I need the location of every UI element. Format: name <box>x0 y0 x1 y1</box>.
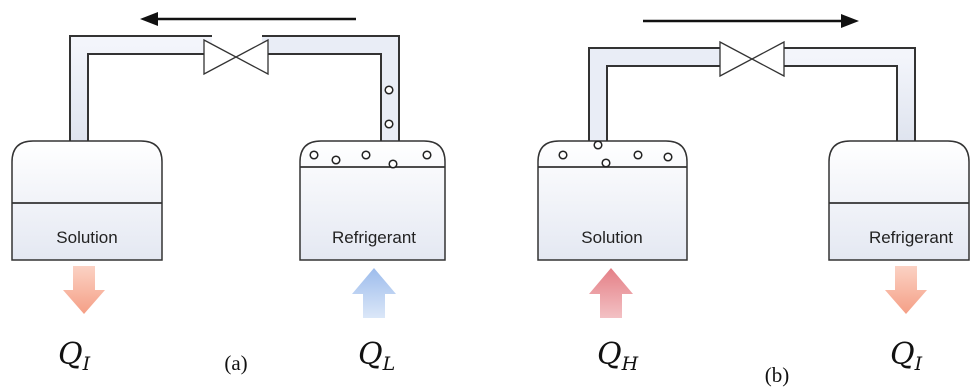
panel-b: Solution Refrigerant QH QI (b) <box>537 14 970 387</box>
heat-out-arrow-b <box>885 266 927 314</box>
heat-label-ql-a: QL <box>358 337 395 375</box>
solution-tank-a: Solution <box>11 140 163 261</box>
flow-arrow-right <box>643 14 859 28</box>
refrigerant-tank-b: Refrigerant <box>828 140 970 261</box>
heat-label-qi-a: QI <box>58 337 91 375</box>
heat-label-qh-b: QH <box>597 337 639 375</box>
refrigerant-label-a: Refrigerant <box>332 228 416 247</box>
heat-in-arrow-b <box>589 268 633 318</box>
heat-in-arrow-a <box>352 268 396 318</box>
heat-label-qi-b: QI <box>890 337 923 375</box>
caption-a: (a) <box>224 351 247 375</box>
pipe-b <box>588 47 916 141</box>
caption-b: (b) <box>765 363 790 387</box>
solution-label-b: Solution <box>581 228 642 247</box>
solution-label-a: Solution <box>56 228 117 247</box>
tank-bubbles-b <box>558 140 673 168</box>
flow-arrow-left <box>140 12 356 26</box>
tank-bubbles-a <box>309 150 432 169</box>
solution-tank-b: Solution <box>537 140 688 261</box>
pipe-a <box>69 35 400 141</box>
refrigerant-tank-a: Refrigerant <box>299 140 446 261</box>
heat-out-arrow-a <box>63 266 105 314</box>
panel-a: Solution Refrigerant QI QL (a) <box>11 12 446 375</box>
valve-a <box>203 38 269 76</box>
refrigerant-label-b: Refrigerant <box>869 228 953 247</box>
pipe-bubbles-a <box>384 85 394 129</box>
valve-b <box>719 40 785 78</box>
